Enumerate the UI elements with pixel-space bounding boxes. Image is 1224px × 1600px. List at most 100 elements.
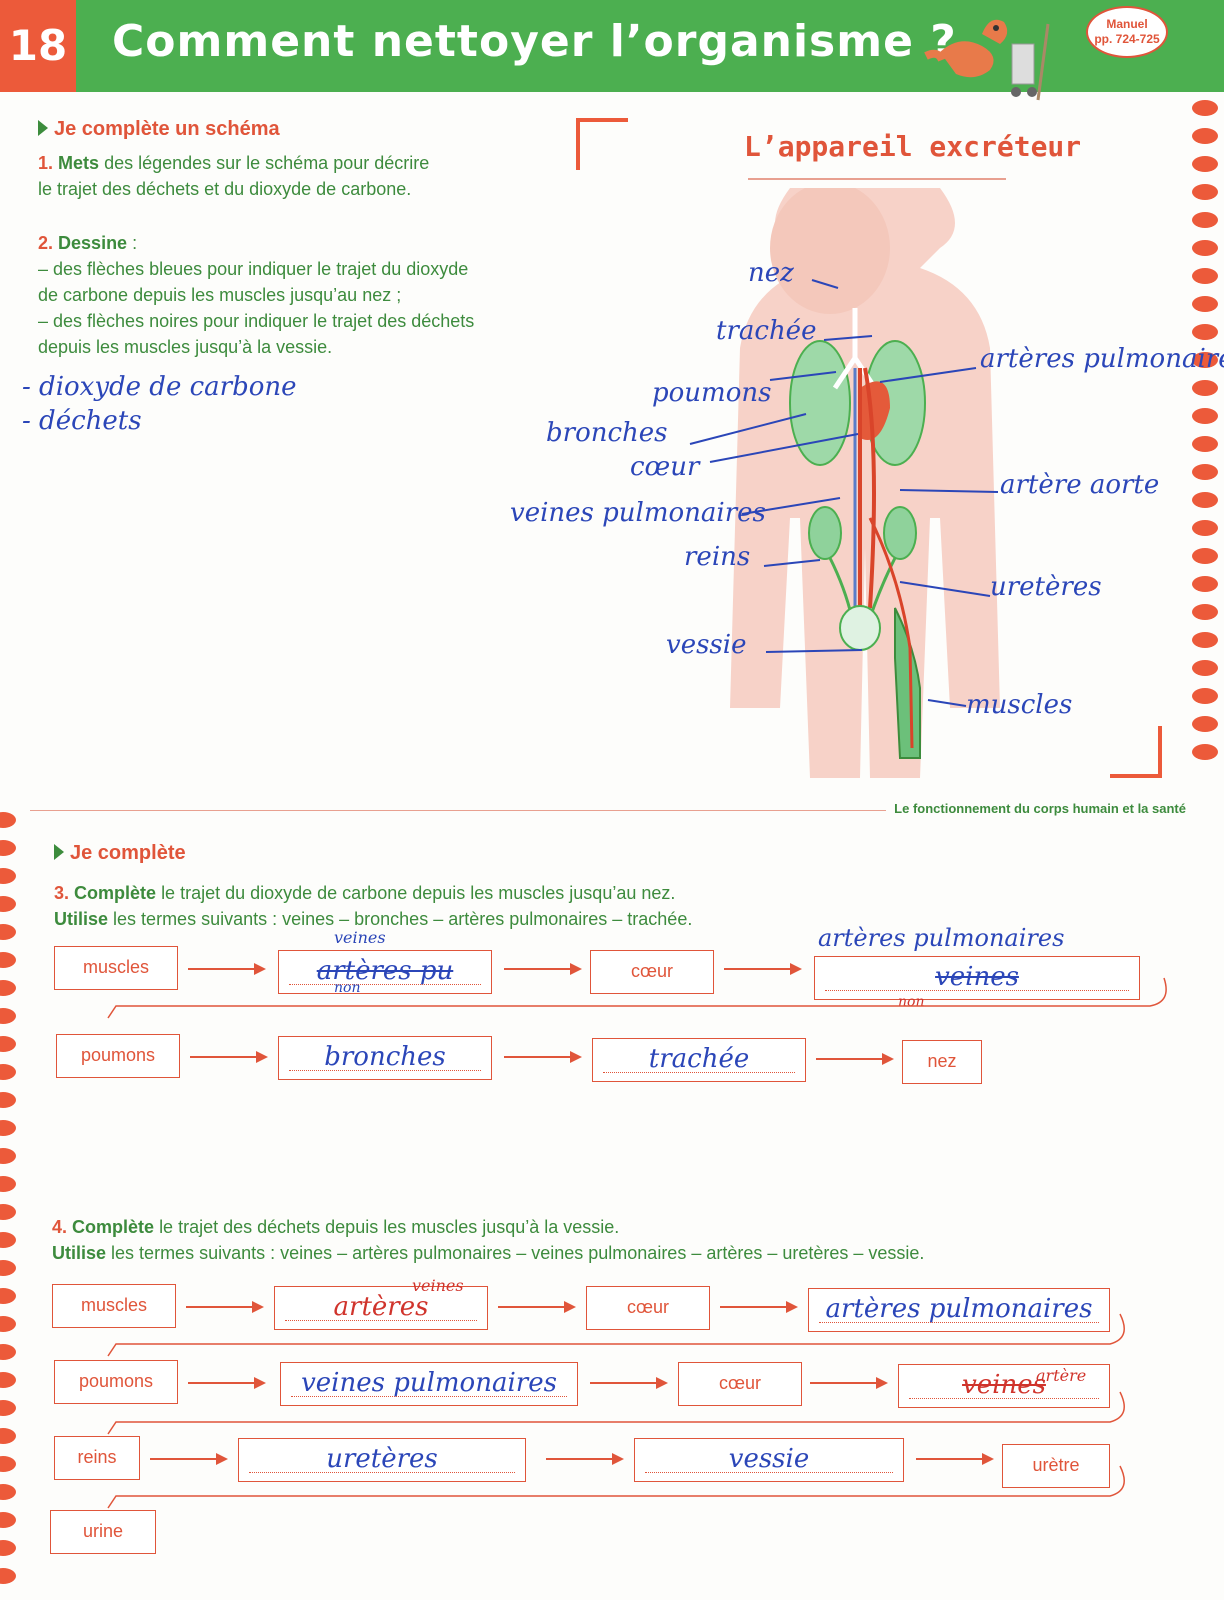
question-text: de carbone depuis les muscles jusqu’au n… bbox=[38, 285, 402, 305]
lesson-number: 18 bbox=[0, 0, 76, 92]
flow4-urine: urine bbox=[50, 1510, 156, 1554]
manual-reference-badge: Manuel pp. 724-725 bbox=[1086, 6, 1168, 58]
row-connector bbox=[107, 977, 1167, 1019]
triangle-bullet-icon bbox=[54, 844, 64, 860]
question-verb: Utilise bbox=[52, 1243, 107, 1263]
flow4-coeur-2: cœur bbox=[678, 1362, 802, 1406]
footer-text: Le fonctionnement du corps humain et la … bbox=[886, 801, 1194, 816]
label-pointer-lines bbox=[689, 279, 999, 707]
flow4-answer-1[interactable]: artères bbox=[274, 1286, 488, 1330]
answer-text: uretères bbox=[326, 1444, 438, 1474]
flow3-muscles: muscles bbox=[54, 946, 178, 990]
arrow-right-icon bbox=[724, 963, 802, 975]
arrow-right-icon bbox=[590, 1377, 668, 1389]
left-kidney bbox=[808, 506, 842, 560]
page-header: 18 Comment nettoyer l’organisme ? Manuel… bbox=[0, 0, 1224, 101]
label-nez: nez bbox=[748, 258, 794, 288]
triangle-bullet-icon bbox=[38, 120, 48, 136]
section-heading-text: Je complète bbox=[70, 842, 186, 864]
correction-text: artère bbox=[1036, 1366, 1087, 1385]
flow4-poumons: poumons bbox=[54, 1360, 178, 1404]
flow4-coeur: cœur bbox=[586, 1286, 710, 1330]
dotted-line bbox=[909, 1398, 1099, 1399]
label-ureteres: uretères bbox=[990, 572, 1102, 602]
question-3: 3. Complète le trajet du dioxyde de carb… bbox=[54, 880, 1154, 932]
question-verb: Utilise bbox=[54, 909, 109, 929]
page-title: Comment nettoyer l’organisme ? bbox=[112, 16, 957, 67]
question-verb: Dessine bbox=[58, 233, 128, 253]
legend-waste: - déchets bbox=[22, 406, 142, 436]
arrow-right-icon bbox=[720, 1301, 798, 1313]
label-artere-aorte: artère aorte bbox=[1000, 470, 1160, 500]
answer-text: trachée bbox=[648, 1044, 750, 1074]
label-poumons: poumons bbox=[652, 378, 772, 408]
question-1: 1. Mets des légendes sur le schéma pour … bbox=[38, 150, 538, 202]
flow4-muscles: muscles bbox=[52, 1284, 176, 1328]
question-text: depuis les muscles jusqu’à la vessie. bbox=[38, 337, 333, 357]
question-text: les termes suivants : veines – artères p… bbox=[111, 1243, 925, 1263]
correction-text: veines bbox=[412, 1276, 464, 1295]
question-2: 2. Dessine : – des flèches bleues pour i… bbox=[38, 230, 558, 360]
right-kidney bbox=[883, 506, 917, 560]
arrow-right-icon bbox=[150, 1453, 228, 1465]
legend-co2: - dioxyde de carbone bbox=[22, 372, 297, 402]
label-trachee: trachée bbox=[716, 316, 817, 346]
question-text: les termes suivants : veines – bronches … bbox=[113, 909, 693, 929]
label-veines-pulmonaires: veines pulmonaires bbox=[510, 498, 766, 528]
question-verb: Complète bbox=[74, 883, 157, 903]
arrow-right-icon bbox=[188, 963, 266, 975]
fox-cleaner-icon bbox=[924, 19, 1050, 101]
row-connector bbox=[107, 1465, 1125, 1509]
flow4-answer-2[interactable]: artères pulmonaires bbox=[808, 1288, 1110, 1332]
dotted-line bbox=[603, 1072, 795, 1073]
dotted-line bbox=[825, 990, 1129, 991]
arrow-right-icon bbox=[546, 1453, 624, 1465]
arrow-right-icon bbox=[186, 1301, 264, 1313]
flow3-coeur: cœur bbox=[590, 950, 714, 994]
flow3-answer-2[interactable]: veines bbox=[814, 956, 1140, 1000]
dotted-line bbox=[645, 1472, 893, 1473]
answer-text: artères pulmonaires bbox=[825, 1294, 1093, 1324]
dotted-line bbox=[289, 984, 481, 985]
dotted-line bbox=[291, 1396, 567, 1397]
manual-pages: pp. 724-725 bbox=[1094, 32, 1160, 46]
diagram-title: L’appareil excréteur bbox=[744, 130, 1082, 163]
question-number: 2. bbox=[38, 233, 54, 253]
answer-text: vessie bbox=[728, 1444, 810, 1474]
question-text: le trajet du dioxyde de carbone depuis l… bbox=[161, 883, 676, 903]
flow3-poumons: poumons bbox=[56, 1034, 180, 1078]
question-text: le trajet des déchets depuis les muscles… bbox=[159, 1217, 620, 1237]
frame-corner-top-left bbox=[576, 118, 628, 170]
dotted-line bbox=[249, 1472, 515, 1473]
footer-rule bbox=[30, 810, 1190, 811]
flow4-answer-4[interactable]: veines bbox=[898, 1364, 1110, 1408]
colon: : bbox=[127, 233, 138, 253]
manual-label: Manuel bbox=[1106, 17, 1148, 31]
question-verb: Complète bbox=[72, 1217, 155, 1237]
label-vessie: vessie bbox=[666, 630, 747, 660]
leg-muscle bbox=[894, 607, 921, 759]
label-coeur: cœur bbox=[630, 452, 700, 482]
question-4: 4. Complète le trajet des déchets depuis… bbox=[52, 1214, 1192, 1266]
arrow-right-icon bbox=[816, 1053, 894, 1065]
flow3-answer-1[interactable]: artères pu bbox=[278, 950, 492, 994]
label-arteres-pulmonaires: artères pulmonaires bbox=[980, 344, 1224, 374]
label-muscles: muscles bbox=[966, 690, 1073, 720]
question-text: des légendes sur le schéma pour décrire bbox=[104, 153, 430, 173]
arrow-right-icon bbox=[916, 1453, 994, 1465]
question-text: – des flèches bleues pour indiquer le tr… bbox=[38, 259, 469, 279]
label-bronches: bronches bbox=[546, 418, 668, 448]
question-text: – des flèches noires pour indiquer le tr… bbox=[38, 311, 475, 331]
section-heading-complete: Je complète bbox=[54, 842, 186, 865]
body-silhouette bbox=[730, 188, 1000, 778]
flow4-answer-5[interactable]: uretères bbox=[238, 1438, 526, 1482]
flow3-answer-3[interactable]: bronches bbox=[278, 1036, 492, 1080]
flow4-answer-3[interactable]: veines pulmonaires bbox=[280, 1362, 578, 1406]
arrow-right-icon bbox=[504, 1051, 582, 1063]
arrow-right-icon bbox=[810, 1377, 888, 1389]
flow4-answer-6[interactable]: vessie bbox=[634, 1438, 904, 1482]
flow4-uretre: urètre bbox=[1002, 1444, 1110, 1488]
answer-crossed: veines bbox=[962, 1370, 1046, 1400]
flow3-answer-4[interactable]: trachée bbox=[592, 1038, 806, 1082]
arrow-right-icon bbox=[190, 1051, 268, 1063]
